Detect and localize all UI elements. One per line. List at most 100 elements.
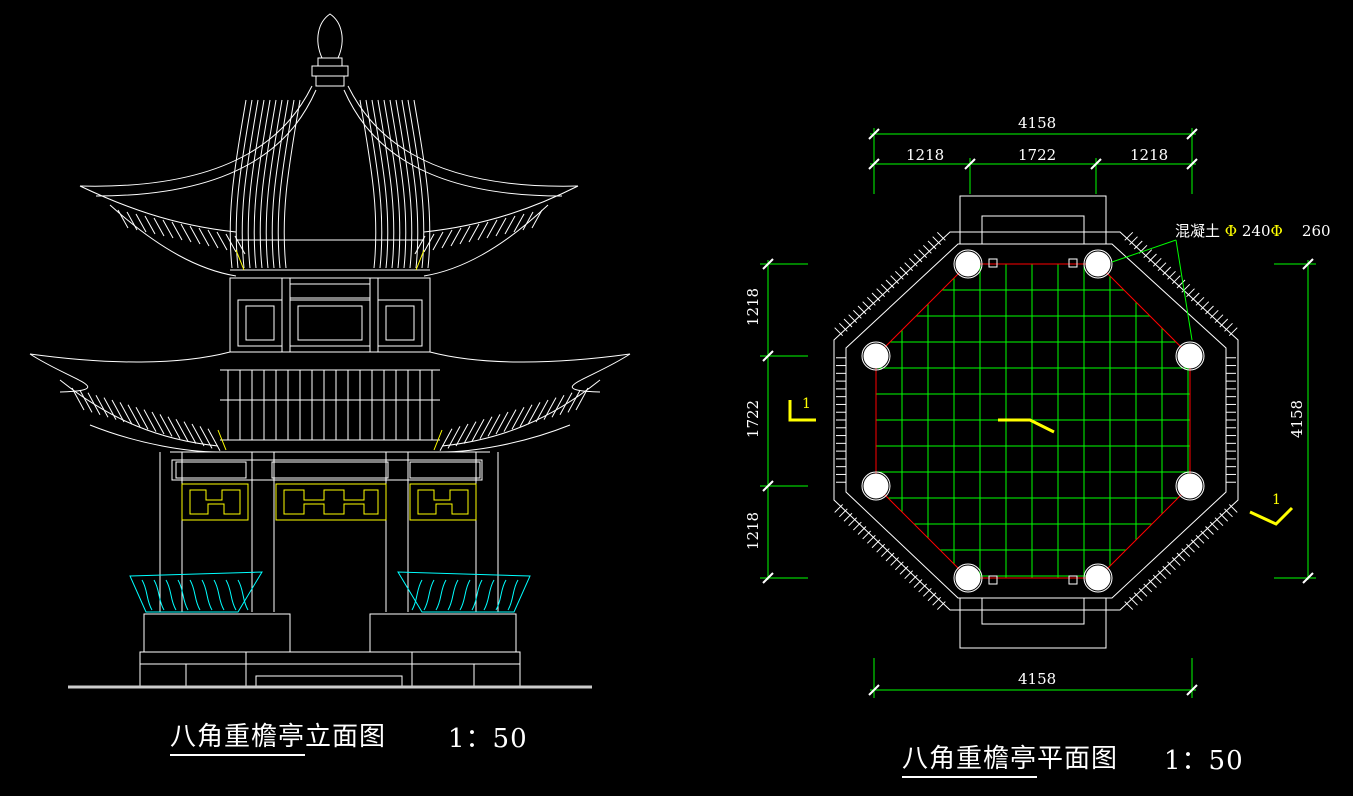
tile-line [153,217,165,237]
hatch-line [1209,521,1219,531]
elevation-title-suffix: 立面图 [305,722,387,752]
balustrade-rib [459,579,471,611]
hatch-line [880,283,890,293]
hatch-line [834,327,844,337]
roof-rib [401,99,419,269]
hatch-line [866,296,876,306]
tile-line [175,418,189,442]
tile-line [463,421,477,444]
tile-line [468,223,480,243]
roof-rib [383,99,401,269]
balustrade-rib [201,579,213,611]
tile-line [513,213,525,233]
hatch-line [876,288,886,298]
tile-line [575,387,589,411]
tile-line [171,221,183,241]
column-circle [1085,251,1111,277]
column-ring [1175,341,1205,371]
tile-line [117,209,129,229]
hatch-line [1195,296,1205,306]
hatch-line [1129,236,1138,246]
tile-line [144,215,156,235]
hatch-line [1162,565,1172,575]
elevation-scale: 1：50 [448,724,528,754]
plan-title-main: 八角重檐亭 [902,744,1038,778]
hatch-line [1200,530,1210,540]
base-platform [139,613,521,687]
hatch-line [1186,543,1195,553]
balustrade-rib [411,579,423,611]
hatch-line [1167,561,1176,571]
elevation-drawing [29,13,631,689]
tile-line [543,397,557,420]
finial-base [317,57,343,67]
tile-line [87,392,101,416]
tile-line [95,394,109,418]
hatch-line [1133,592,1143,602]
tile-line [519,404,533,428]
lower-roof-ribs [71,370,589,452]
hatch-line [908,574,918,584]
hatch-line [843,318,853,328]
hatch-line [1148,253,1157,263]
dimension-ticks [762,128,1314,696]
roof-rib [371,99,389,269]
columns [861,249,1205,593]
hatch-line [908,257,918,267]
hatch-line [899,565,909,575]
balustrade-rib [165,579,177,611]
dim-top-right: 1218 [1130,146,1169,164]
section-mark-left [788,400,816,422]
hatch-line [918,249,928,259]
note-diameter-1: 240 [1241,222,1271,240]
roof-rib [259,99,277,269]
tile-line [439,428,453,452]
balustrade-rib [495,579,507,611]
hatch-line [1152,257,1162,267]
finial-base-3 [315,75,345,87]
hatch-line [1143,583,1153,593]
tile-line [423,233,435,253]
dim-left-mid: 1722 [744,399,763,439]
balustrade-rib [141,579,153,611]
tile-line [189,225,201,245]
dim-right-total: 4158 [1288,399,1307,439]
hatch-line [848,517,858,527]
tile-line [103,397,117,420]
hatch-line [1219,512,1229,522]
tile-line [135,406,149,430]
tile-line [414,235,426,255]
tile-line [207,229,219,249]
hatch-line [1195,534,1205,544]
roof-rib [235,99,253,269]
hatch-line [1205,305,1214,315]
tile-line [180,223,192,243]
lower-roof [29,351,631,453]
plan-title: 八角重檐亭平面图 [902,738,1118,778]
roof-rib [365,99,383,269]
finial [317,13,343,59]
note-diameter-2: 260 [1301,222,1331,240]
tile-line [559,392,573,416]
tile-line [216,231,228,251]
finial-base-2 [311,65,349,77]
hatch-line [838,322,848,332]
hatch-line [1176,279,1186,289]
tile-line [441,229,453,249]
column-ring [1175,471,1205,501]
tile-line [183,421,197,444]
balustrade-rib [225,579,237,611]
hatch-line [936,601,946,610]
column-circle [955,251,981,277]
tile-line [234,235,246,255]
tile-line [495,217,507,237]
hatch-line [843,512,853,522]
hatch-line [1214,517,1224,527]
roof-rib [247,99,265,269]
roof-rib [377,99,395,269]
column-circle [955,565,981,591]
tile-line [511,406,525,430]
hatch-line [871,539,881,549]
tile-line [432,231,444,251]
